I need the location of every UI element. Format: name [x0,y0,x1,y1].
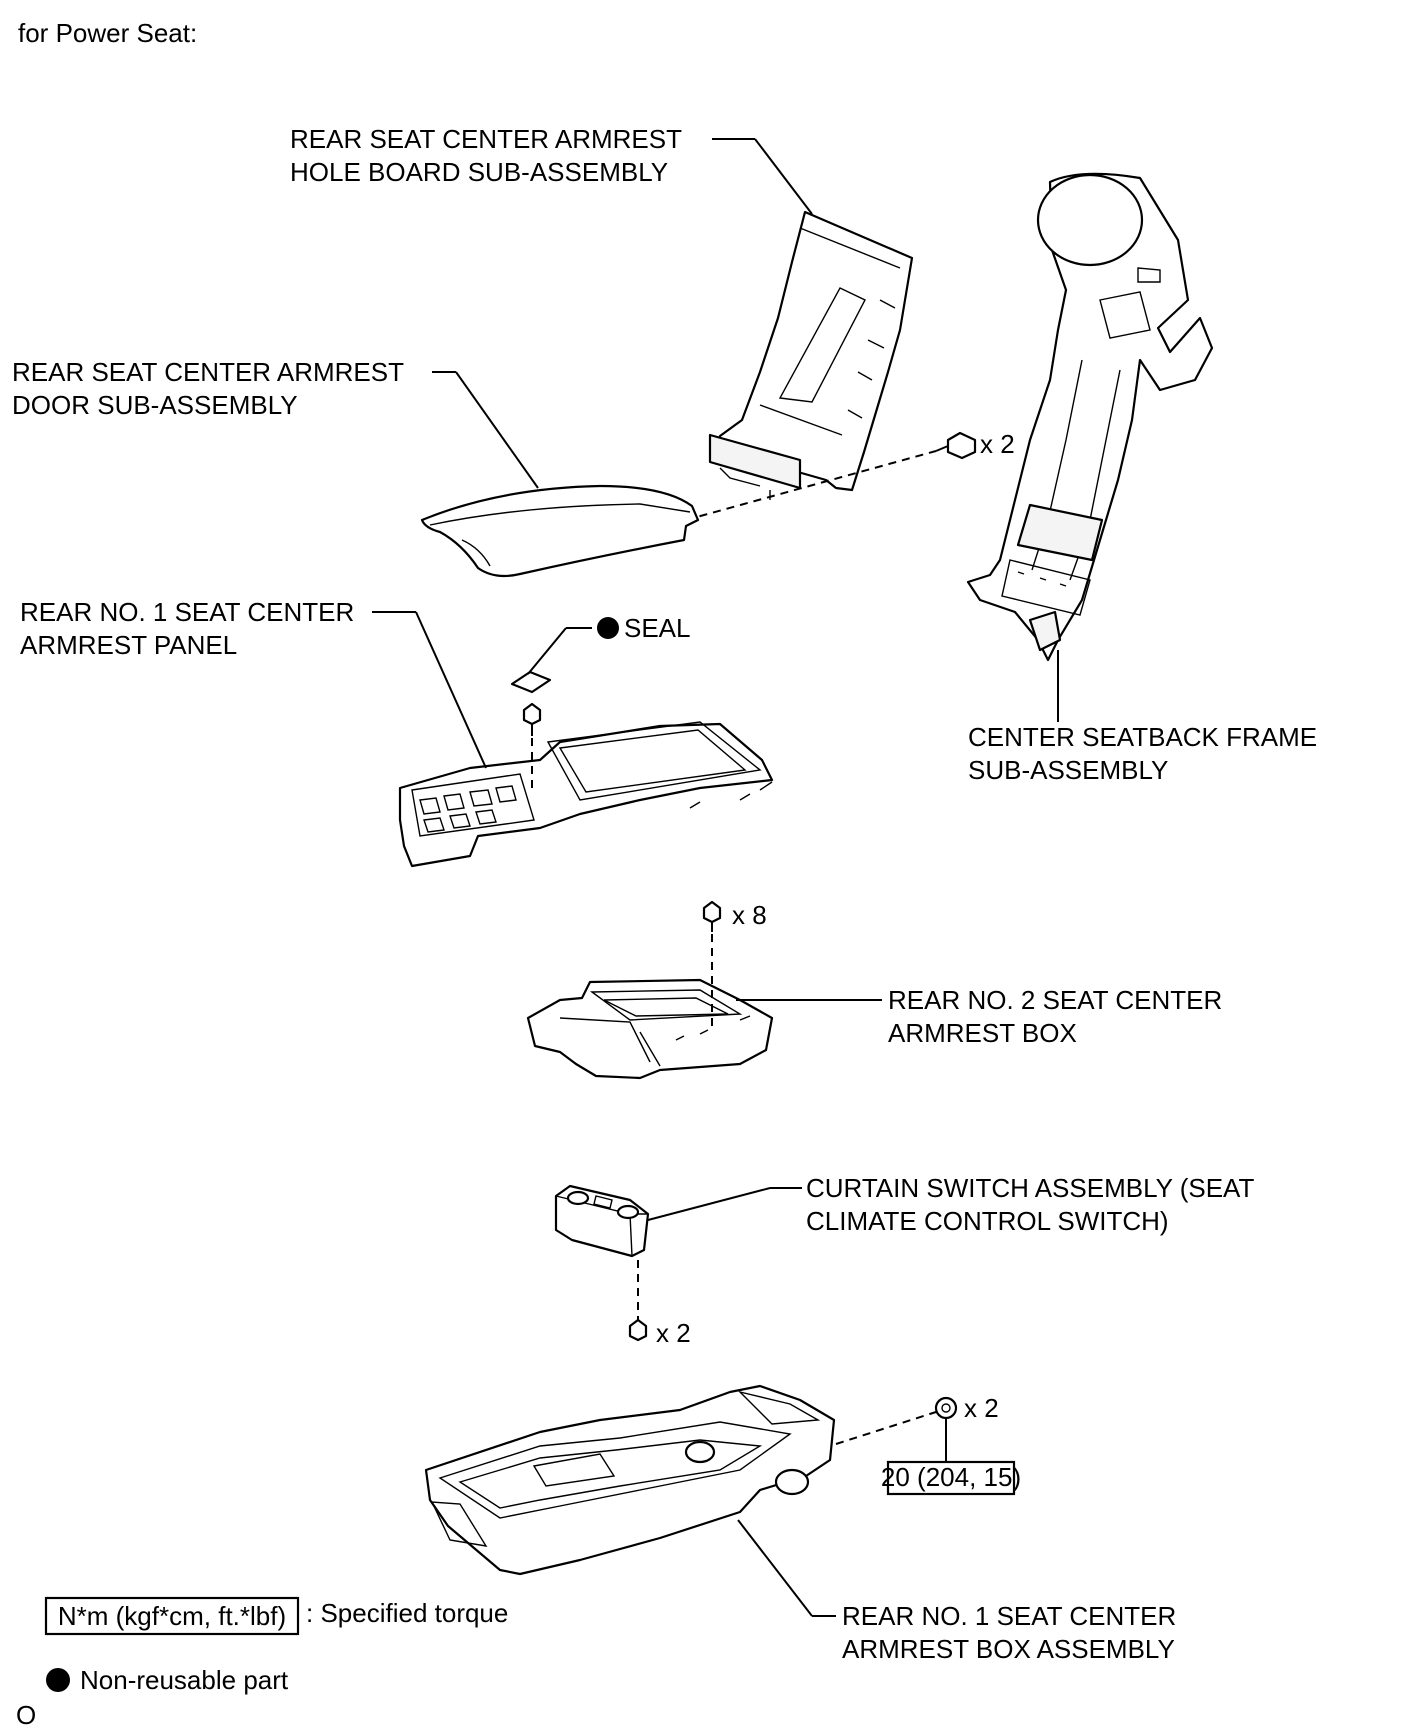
legend-torque-unit: N*m (kgf*cm, ft.*lbf) [58,1601,286,1631]
frame-screw-qty: x 2 [980,429,1015,459]
box2-screw-qty: x 8 [732,900,767,930]
torque-spec-box [886,1460,1016,1496]
seal-part [510,670,552,694]
legend-torque-desc: : Specified torque [306,1598,508,1628]
hole-board-leader-2 [754,138,813,215]
panel-screw-icon [522,702,542,736]
frame-label-line2: SUB-ASSEMBLY [968,755,1168,785]
frame-label-line1: CENTER SEATBACK FRAME [968,722,1317,752]
door-leader-2 [455,371,539,489]
legend-torque-box [44,1596,300,1636]
hole-board-part [708,210,914,500]
torque-spec-value: 20 (204, 15) [881,1462,1021,1492]
hole-board-label-line2: HOLE BOARD SUB-ASSEMBLY [290,157,668,187]
page-title: for Power Seat: [18,18,197,48]
box-assembly-label-line1: REAR NO. 1 SEAT CENTER [842,1601,1176,1631]
box-nut-dash [835,1411,937,1445]
curtain-switch-part [554,1184,650,1258]
box-nut-qty: x 2 [964,1393,999,1423]
panel-label-line1: REAR NO. 1 SEAT CENTER [20,597,354,627]
seal-leader [527,627,567,675]
panel-label-line2: ARMREST PANEL [20,630,237,660]
legend-nonreusable-desc: Non-reusable part [80,1665,289,1695]
box-assembly-label-line2: ARMREST BOX ASSEMBLY [842,1634,1175,1664]
box-assembly-leader [737,1519,813,1617]
nonreusable-bullet-icon [597,617,619,639]
seal-label: SEAL [624,613,691,643]
figure-code: O [16,1700,36,1730]
panel-leader-2 [415,611,487,769]
armrest-box2-part [526,978,774,1080]
box2-label-line2: ARMREST BOX [888,1018,1077,1048]
door-label-line2: DOOR SUB-ASSEMBLY [12,390,298,420]
box-nut-icon [934,1396,958,1420]
legend-nonreusable-bullet-icon [46,1668,70,1692]
switch-label-line1: CURTAIN SWITCH ASSEMBLY (SEAT [806,1173,1254,1203]
armrest-box-assembly-part [424,1384,836,1576]
switch-screw-qty: x 2 [656,1318,691,1348]
hole-board-label-line1: REAR SEAT CENTER ARMREST [290,124,682,154]
switch-screw-icon [628,1318,648,1342]
door-label-line1: REAR SEAT CENTER ARMREST [12,357,404,387]
switch-leader [647,1187,771,1221]
box2-screw-icon [702,900,722,932]
frame-screw-dash [685,450,937,521]
switch-label-line2: CLIMATE CONTROL SWITCH) [806,1206,1169,1236]
frame-screw-icon [935,431,977,460]
center-seatback-frame-part [966,172,1214,662]
armrest-panel-part [398,721,774,868]
armrest-door-part [420,484,700,578]
box2-label-line1: REAR NO. 2 SEAT CENTER [888,985,1222,1015]
